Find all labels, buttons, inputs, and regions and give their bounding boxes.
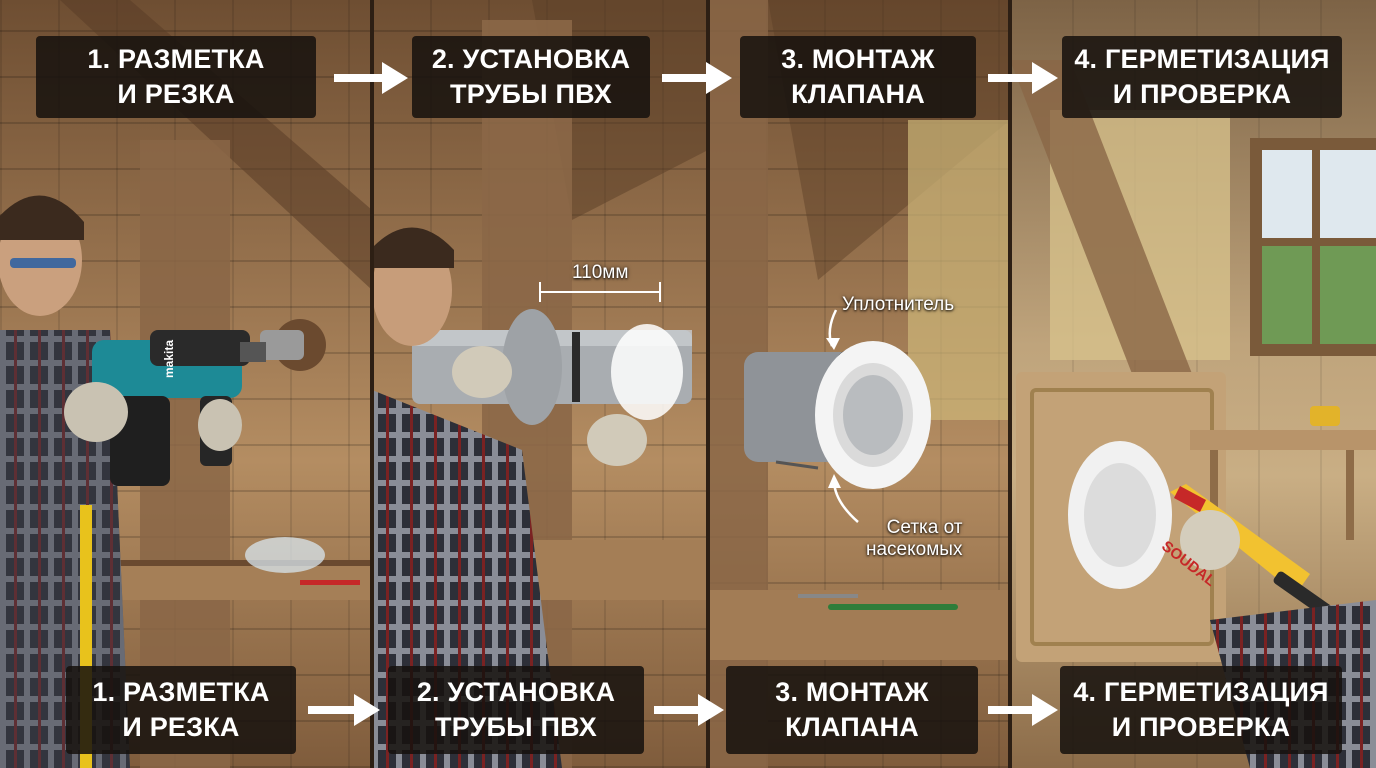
arrow-right-icon xyxy=(654,694,724,726)
insect-mesh-label-line2: насекомых xyxy=(866,539,963,560)
step-1-caption-top: 1. РАЗМЕТКА И РЕЗКА xyxy=(36,36,316,118)
panel-sealing-check: SOUDAL xyxy=(1010,0,1376,768)
step-3-line1: 3. МОНТАЖ xyxy=(781,44,935,74)
step-2-caption-top: 2. УСТАНОВКА ТРУБЫ ПВХ xyxy=(412,36,650,118)
panel-valve-mounting: Уплотнитель Сетка от насекомых xyxy=(708,0,1010,768)
insect-mesh-label: Сетка от насекомых xyxy=(866,517,962,561)
panel-divider xyxy=(370,0,374,768)
step-1-line2: И РЕЗКА xyxy=(122,712,240,742)
step-3-caption-top: 3. МОНТАЖ КЛАПАНА xyxy=(740,36,976,118)
arrow-right-icon xyxy=(334,62,408,94)
step-2-caption-bottom: 2. УСТАНОВКА ТРУБЫ ПВХ xyxy=(388,666,644,754)
drilling-scene xyxy=(0,0,372,768)
arrow-right-icon xyxy=(308,694,380,726)
step-4-caption-bottom: 4. ГЕРМЕТИЗАЦИЯ И ПРОВЕРКА xyxy=(1060,666,1342,754)
insect-mesh-label-line1: Сетка от xyxy=(886,517,963,538)
step-4-caption-top: 4. ГЕРМЕТИЗАЦИЯ И ПРОВЕРКА xyxy=(1062,36,1342,118)
step-3-line2: КЛАПАНА xyxy=(785,712,919,742)
step-3-line2: КЛАПАНА xyxy=(791,79,925,109)
vent-valve-icon xyxy=(744,341,931,489)
panel-divider xyxy=(706,0,710,768)
step-4-line1: 4. ГЕРМЕТИЗАЦИЯ xyxy=(1073,677,1329,707)
step-2-line2: ТРУБЫ ПВХ xyxy=(450,79,612,109)
step-1-line1: 1. РАЗМЕТКА xyxy=(92,677,270,707)
step-1-line2: И РЕЗКА xyxy=(117,79,235,109)
step-1-caption-bottom: 1. РАЗМЕТКА И РЕЗКА xyxy=(66,666,296,754)
step-2-line1: 2. УСТАНОВКА xyxy=(416,677,616,707)
seal-label: Уплотнитель xyxy=(842,294,955,315)
step-1-line1: 1. РАЗМЕТКА xyxy=(87,44,265,74)
step-2-line2: ТРУБЫ ПВХ xyxy=(435,712,597,742)
arrow-right-icon xyxy=(988,62,1058,94)
drill-brand-label: makita xyxy=(162,339,176,378)
panel-marking-cutting xyxy=(0,0,372,768)
step-3-line1: 3. МОНТАЖ xyxy=(775,677,929,707)
step-2-line1: 2. УСТАНОВКА xyxy=(431,44,631,74)
step-4-line1: 4. ГЕРМЕТИЗАЦИЯ xyxy=(1074,44,1330,74)
arrow-right-icon xyxy=(988,694,1058,726)
step-3-caption-bottom: 3. МОНТАЖ КЛАПАНА xyxy=(726,666,978,754)
panel-divider xyxy=(1008,0,1012,768)
step-4-line2: И ПРОВЕРКА xyxy=(1112,79,1292,109)
arrow-right-icon xyxy=(662,62,732,94)
sealing-scene xyxy=(1010,60,1376,768)
window-icon xyxy=(1250,138,1376,356)
step-4-line2: И ПРОВЕРКА xyxy=(1111,712,1291,742)
pipe-diameter-label: 110мм xyxy=(572,262,629,283)
